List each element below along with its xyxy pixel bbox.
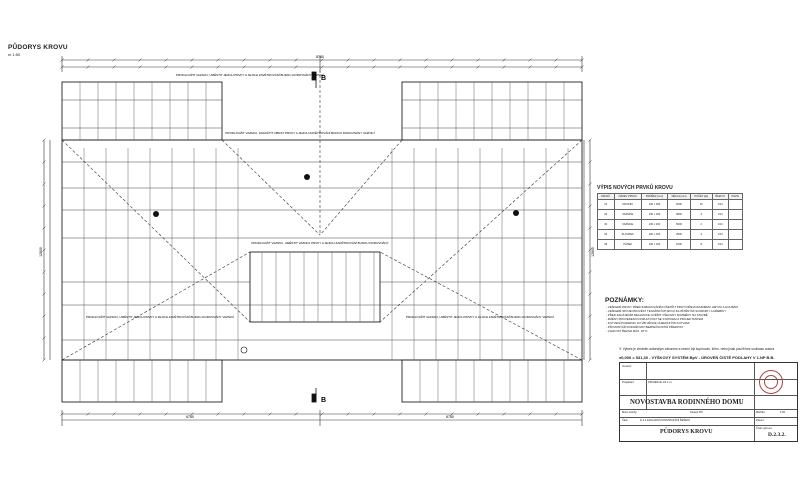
note-item: - VLHKOST ŘEZIVA MAX. 18 % bbox=[606, 329, 648, 333]
notes-title: POZNÁMKY: bbox=[605, 297, 644, 304]
element-table-cell: 4 bbox=[690, 209, 713, 220]
element-table: OZNAČ. NÁZEV PRVKU PRŮŘEZ [mm] DÉLKA [mm… bbox=[597, 193, 744, 250]
dim-bottom-left: 6780 bbox=[186, 415, 194, 419]
element-table-cell: 01 bbox=[597, 199, 615, 210]
element-table-cell: 03 bbox=[597, 219, 615, 230]
sheet-title: PŮDORYS KROVU bbox=[8, 44, 68, 51]
note-item: - VEŠKERÉ PRVKY PŘED ZABUDOVÁNÍM OŠETŘIT… bbox=[606, 305, 738, 309]
title-block: Investor: Projektant: PROJEKCE.CZ s.r.o.… bbox=[619, 362, 798, 442]
dim-left: 12800 bbox=[39, 247, 43, 257]
element-table-cell: SLOUPEK bbox=[613, 229, 642, 240]
drawing-title: PŮDORYS KROVU bbox=[660, 429, 713, 435]
element-table-cell: C24 bbox=[711, 209, 729, 220]
element-table-cell: 160 x 160 bbox=[640, 229, 668, 240]
stamp-icon bbox=[759, 370, 783, 394]
title-block-level: ±0,000 = 531,30 - VÝŠKOVÝ SYSTÉM BpV - Ú… bbox=[619, 355, 775, 360]
element-table-cell: PÁSEK bbox=[613, 239, 642, 250]
roof-note-1: PRODLOUŽIT VAZNICI, ZAKRÁTIT OBRAT PRVKY… bbox=[225, 130, 374, 135]
element-table-cell bbox=[727, 239, 744, 250]
element-table-cell: C24 bbox=[711, 239, 729, 250]
company-name: PROJEKCE.CZ s.r.o. bbox=[648, 381, 673, 384]
investor-label: Investor: bbox=[622, 365, 632, 368]
element-table-cell: C24 bbox=[711, 229, 729, 240]
element-table-cell: VAZNICE bbox=[613, 209, 642, 220]
dim-right: 12800 bbox=[591, 247, 595, 257]
element-table-cell bbox=[727, 229, 744, 240]
project-title: NOVOSTAVBA RODINNÉHO DOMU bbox=[630, 399, 744, 406]
element-table-cell bbox=[727, 219, 744, 230]
note-item: - ZMĚNY PROVEDENÍ KONZULTOVAT SE STATIKE… bbox=[606, 317, 704, 321]
element-table-cell: 6000 bbox=[666, 199, 692, 210]
date-label: Datum: bbox=[756, 419, 765, 422]
scale-value: 1:50 bbox=[780, 411, 786, 414]
element-table-cell: KROKEV bbox=[613, 199, 642, 210]
note-item: - PŘI MONTÁŽI DODRŽOVAT BEZPEČNOSTNÍ PŘE… bbox=[606, 325, 684, 329]
note-item: - VEŠKERÉ SPOJE PROVÉST TESAŘSKÝMI SPOJI… bbox=[606, 309, 726, 313]
dim-bottom-right: 6780 bbox=[446, 415, 454, 419]
element-table-cell: 100 x 180 bbox=[640, 199, 668, 210]
element-table-cell: 160 x 160 bbox=[640, 219, 668, 230]
element-table-cell: 1000 bbox=[666, 239, 692, 250]
section-marker-top: B bbox=[321, 75, 326, 82]
drawing-no-label: Číslo výkresu: bbox=[756, 427, 773, 430]
roof-note-3: PRODLOUŽIT VAZNICI, UMĚSTIT JEJICH PRVKY… bbox=[86, 314, 234, 319]
location-label: Místo stavby: bbox=[622, 411, 638, 414]
roof-plan-drawing: B B PRODLOUŽIT VAZNICI, ZAKRÁTIT OBRAT P… bbox=[39, 55, 595, 426]
roof-note-4: PRODLOUŽIT VAZNICI, UMĚSTIT JEJICH PRVKY… bbox=[406, 314, 554, 319]
element-table-cell: 16 bbox=[690, 199, 713, 210]
note-item: - KOTVENÍ POZEDNIC DO ŽB VĚNCE CHEMICKÝM… bbox=[606, 321, 690, 325]
scale-label: Měřítko: bbox=[756, 411, 766, 414]
element-table-cell: C24 bbox=[711, 219, 729, 230]
element-table-cell: 04 bbox=[597, 229, 615, 240]
element-table-cell: VAZNICE bbox=[613, 219, 642, 230]
part-value: D.1.2 ZAKLADNÍ KONSTRUKČNÍ ŘEŠENÍ bbox=[640, 419, 690, 422]
element-table-cell: 05 bbox=[597, 239, 615, 250]
sheet-scale: m 1:50 bbox=[8, 52, 21, 57]
element-table-cell: 5000 bbox=[666, 219, 692, 230]
part-label: Část: bbox=[622, 419, 629, 422]
element-table-cell bbox=[727, 199, 744, 210]
roof-note-5: PRODLOUŽIT VAZNICI, UMĚSTIT JEJICH PRVKY… bbox=[176, 72, 324, 77]
element-table-cell: 02 bbox=[597, 209, 615, 220]
note-item: - PŘED ZAHÁJENÍM REALIZACE OVĚŘIT VŠECHN… bbox=[606, 313, 708, 317]
element-table-cell: 100 x 100 bbox=[640, 239, 668, 250]
element-table-cell: 4 bbox=[690, 229, 713, 240]
notes-list: - VEŠKERÉ PRVKY PŘED ZABUDOVÁNÍM OŠETŘIT… bbox=[606, 305, 796, 333]
element-table-cell: 160 x 160 bbox=[640, 209, 668, 220]
section-marker-bottom: B bbox=[321, 397, 326, 404]
stage-label: Stupeň PD: bbox=[690, 411, 704, 414]
drawing-number: D.2.3.2. bbox=[768, 432, 786, 438]
element-table-cell: C24 bbox=[711, 199, 729, 210]
designer-label: Projektant: bbox=[622, 381, 635, 384]
element-table-cell: 2 bbox=[690, 219, 713, 230]
element-table-cell: 9800 bbox=[666, 209, 692, 220]
element-table-cell: 2500 bbox=[666, 229, 692, 240]
title-block-header: V: Výkres je chráněn autorským zákonem a… bbox=[619, 347, 775, 351]
dim-top-overall: 8780 bbox=[316, 55, 324, 59]
element-table-cell: 8 bbox=[690, 239, 713, 250]
roof-note-2: PRODLOUŽIT VAZNICI, UMĚSTIT VAZNICI PRVK… bbox=[251, 240, 388, 245]
element-table-cell bbox=[727, 209, 744, 220]
element-table-title: VÝPIS NOVÝCH PRVKŮ KROVU bbox=[597, 185, 673, 191]
